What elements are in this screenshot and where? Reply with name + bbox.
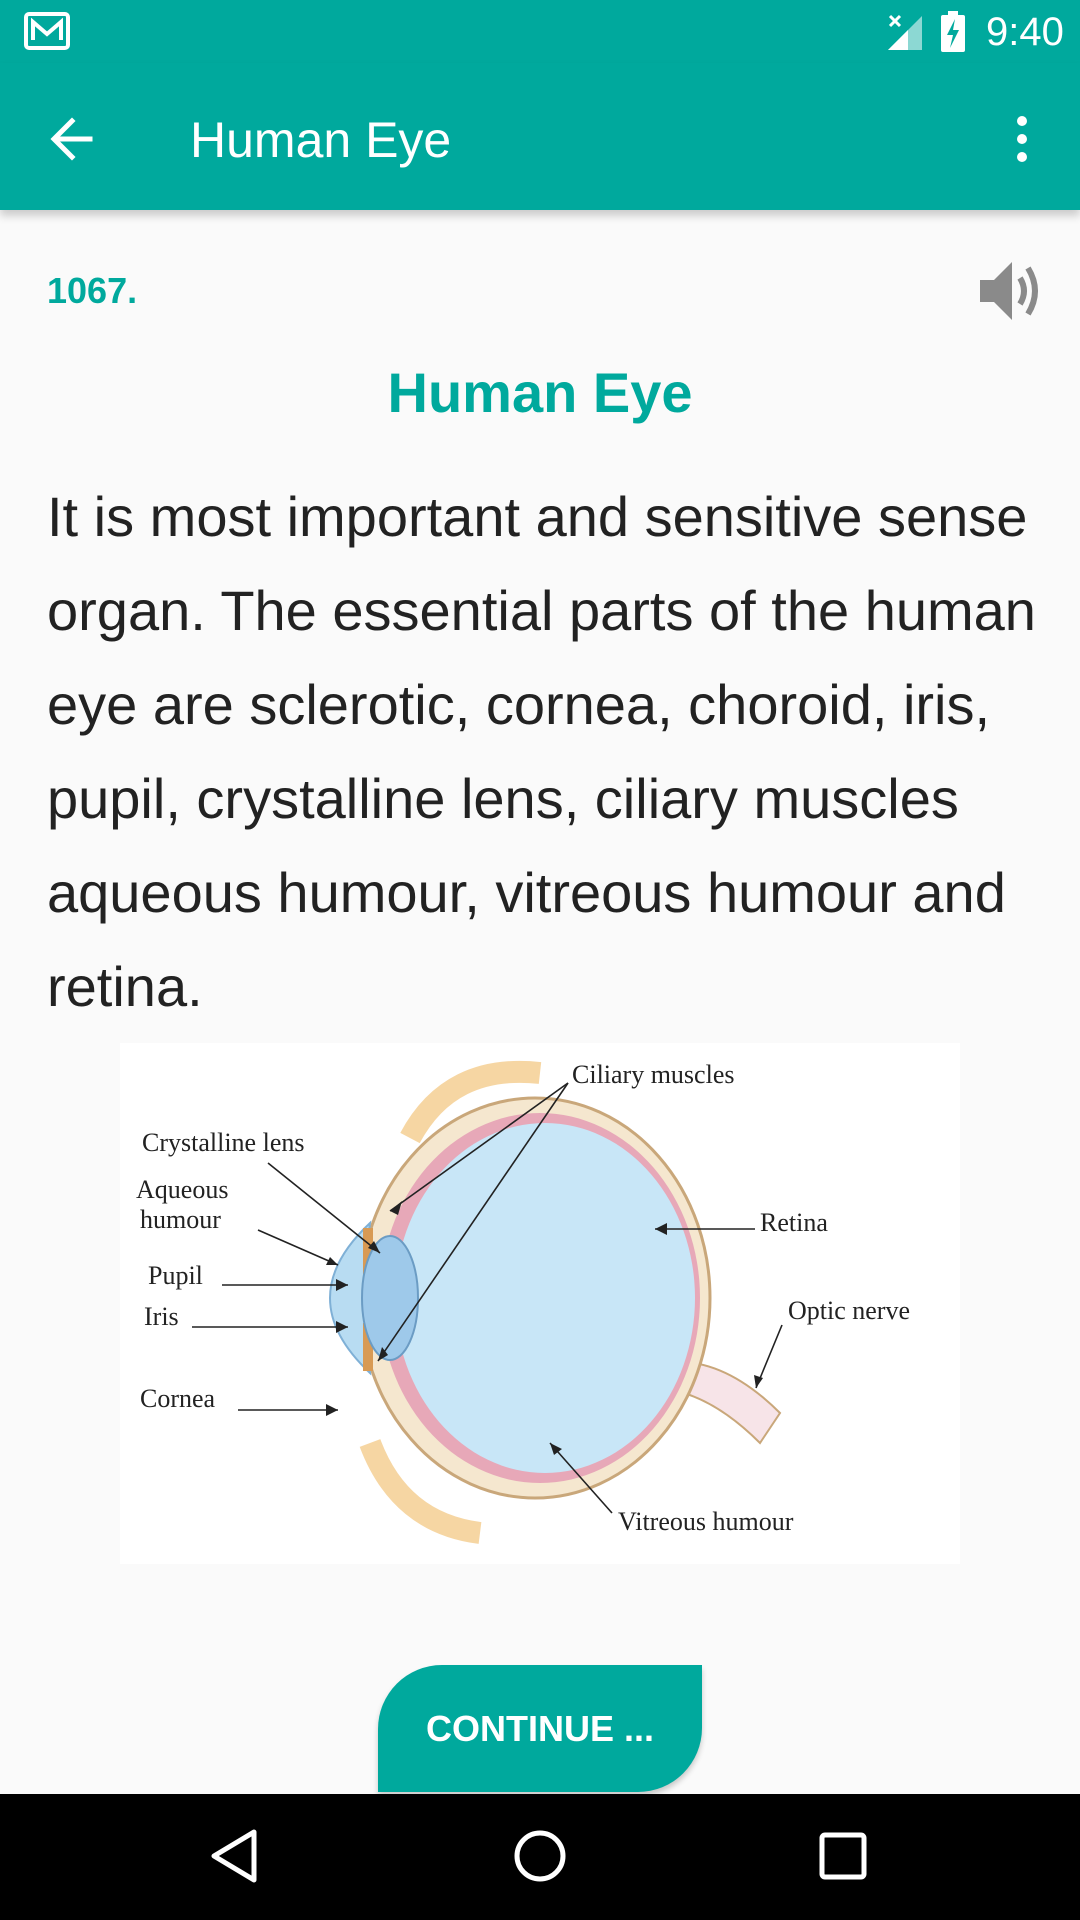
label-aqueous-2: humour [140,1205,221,1234]
label-aqueous-1: Aqueous [136,1175,228,1204]
nav-back-icon[interactable] [206,1826,266,1886]
status-bar: 9:40 [0,0,1080,63]
navigation-bar [0,1794,1080,1920]
question-number: 1067. [47,270,138,311]
label-ciliary-muscles: Ciliary muscles [572,1060,734,1089]
page-heading: Human Eye [387,361,693,424]
label-iris: Iris [144,1302,179,1331]
speaker-icon[interactable] [976,256,1046,326]
label-retina: Retina [760,1208,828,1237]
label-crystalline-lens: Crystalline lens [142,1128,304,1157]
label-pupil: Pupil [148,1261,203,1290]
app-bar-title: Human Eye [190,112,452,168]
continue-button[interactable]: CONTINUE ... [378,1665,702,1792]
battery-charging-icon [941,11,965,52]
status-time: 9:40 [986,10,1064,54]
nav-recents-icon[interactable] [813,1826,873,1886]
eye-diagram: Ciliary muscles Crystalline lens Aqueous… [120,1043,960,1564]
label-optic-nerve: Optic nerve [788,1296,910,1325]
description-paragraph: It is most important and sensitive sense… [47,485,1036,1018]
back-arrow-icon[interactable] [44,109,104,169]
label-cornea: Cornea [140,1384,216,1413]
label-vitreous-humour: Vitreous humour [618,1507,794,1536]
signal-off-icon [888,14,922,50]
more-vert-icon[interactable] [1002,109,1042,169]
gmail-icon [24,12,70,50]
app-bar: Human Eye [0,63,1080,210]
nav-home-icon[interactable] [510,1826,570,1886]
